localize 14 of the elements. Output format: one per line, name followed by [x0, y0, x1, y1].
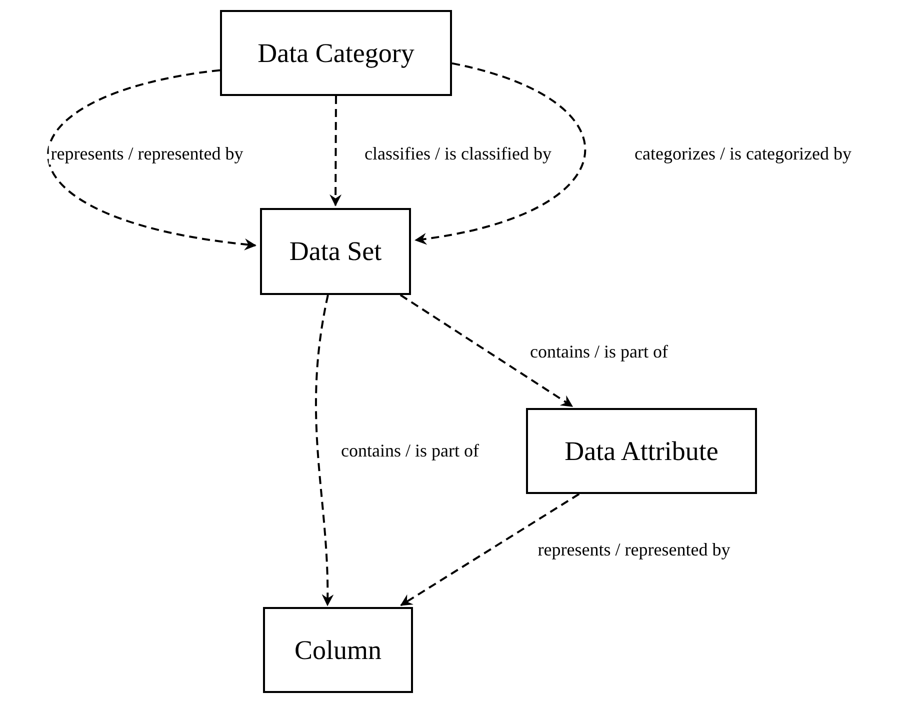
entity-box: Data Set — [260, 208, 411, 295]
dashed-arrow — [400, 493, 580, 606]
edge-label: contains / is part of — [528, 342, 670, 362]
entity-box: Data Attribute — [526, 408, 757, 494]
dashed-arrow — [47, 69, 256, 250]
dashed-arrow — [315, 294, 334, 606]
entity-box: Column — [263, 607, 413, 693]
dashed-arrow — [400, 294, 574, 408]
edge-label: contains / is part of — [339, 440, 481, 462]
dashed-arrow — [330, 96, 342, 206]
edge-label: represents / represented by — [48, 144, 246, 164]
edge-label: classifies / is classified by — [362, 144, 554, 164]
dashed-arrow — [414, 62, 586, 244]
entity-box: Data Category — [220, 10, 452, 96]
